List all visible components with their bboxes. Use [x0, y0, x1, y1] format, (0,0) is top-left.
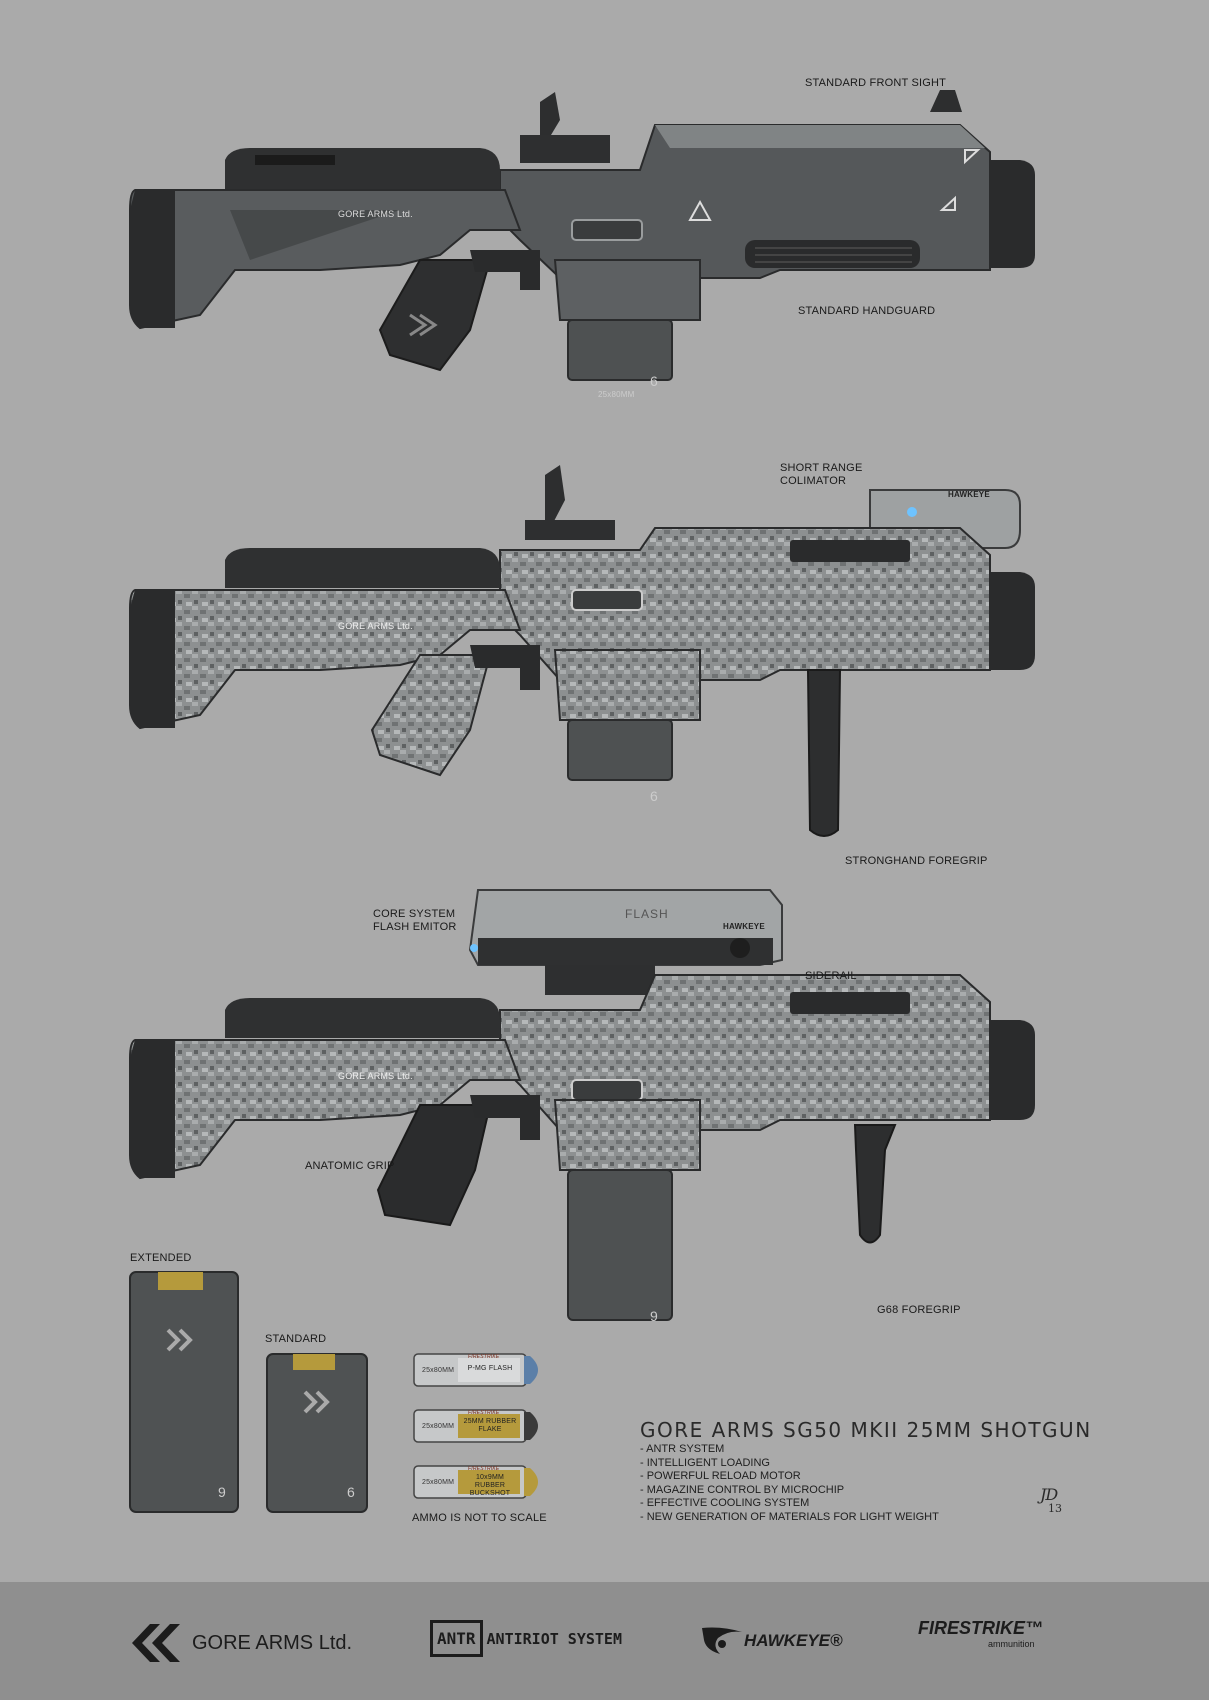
- extended-mag-count: 9: [218, 1484, 226, 1500]
- logo-gore-arms-text: GORE ARMS Ltd.: [192, 1631, 353, 1654]
- label-standard-mag: STANDARD: [265, 1333, 327, 1345]
- ammo-caliber: 25x80MM: [422, 1423, 455, 1430]
- callout-flash-emitor: CORE SYSTEM FLASH EMITOR: [373, 908, 457, 933]
- spec-feature-item: - EFFECTIVE COOLING SYSTEM: [640, 1497, 810, 1509]
- ammo-type: 10x9MM RUBBER BUCKSHOT: [469, 1474, 511, 1497]
- label-extended-mag: EXTENDED: [130, 1252, 192, 1264]
- callout-colimator: SHORT RANGE COLIMATOR: [780, 462, 863, 487]
- spec-feature-item: - POWERFUL RELOAD MOTOR: [640, 1470, 801, 1482]
- callout-g68: G68 FOREGRIP: [877, 1304, 961, 1316]
- firestrike-text: FIRESTRIKE™: [918, 1618, 1044, 1638]
- ammo-type: P-MG FLASH: [467, 1365, 513, 1372]
- hawkeye-text: HAWKEYE®: [744, 1631, 843, 1650]
- footer-logo-bar: GORE ARMS Ltd. ANTR ANTIRIOT SYSTEM HAWK…: [0, 1582, 1209, 1700]
- callout-siderail: SIDERAIL: [805, 970, 857, 982]
- logo-antr: ANTR ANTIRIOT SYSTEM: [430, 1620, 622, 1657]
- ammo-type: 25MM RUBBER FLAKE: [463, 1418, 517, 1433]
- gun-colimator-illustration: [129, 465, 1035, 837]
- spec-feature-item: - INTELLIGENT LOADING: [640, 1456, 770, 1469]
- ammo-caliber: 25x80MM: [422, 1479, 455, 1486]
- flash-module-brand: HAWKEYE: [723, 922, 765, 931]
- spec-feature-item: - MAGAZINE CONTROL BY MICROCHIP: [640, 1483, 845, 1496]
- artist-signature: JD 13: [1040, 1485, 1062, 1516]
- firestrike-sub: ammunition: [988, 1639, 1035, 1649]
- ammo-shell-graphic: [413, 1353, 538, 1387]
- ammo-brand: FIRESTRIKE: [468, 1410, 500, 1416]
- callout-front-sight: STANDARD FRONT SIGHT: [805, 77, 947, 89]
- ammo-caliber: 25x80MM: [422, 1367, 455, 1374]
- logo-firestrike: FIRESTRIKE™ ammunition: [918, 1618, 1043, 1649]
- signature-initials: JD: [1040, 1485, 1058, 1504]
- gore-arms-chevron-icon: [132, 1624, 180, 1662]
- spec-title: GORE ARMS SG50 MKII 25MM SHOTGUN: [640, 1418, 1092, 1442]
- logo-hawkeye: HAWKEYE®: [700, 1624, 842, 1658]
- ammo-shell: 25x80MM 10x9MM RUBBER BUCKSHOT FIRESTRIKE: [412, 1462, 547, 1502]
- gun2-mag-count: 6: [650, 788, 658, 804]
- callout-handguard: STANDARD HANDGUARD: [798, 305, 936, 317]
- extended-magazine: [129, 1271, 239, 1513]
- spec-feature-item: - ANTR SYSTEM: [640, 1443, 725, 1455]
- gun3-maker-marking: GORE ARMS Ltd.: [338, 1071, 413, 1081]
- colimator-brand: HAWKEYE: [948, 490, 990, 499]
- antr-mark: ANTR: [430, 1620, 483, 1657]
- gun1-mag-count: 6: [650, 373, 658, 389]
- gun2-maker-marking: GORE ARMS Ltd.: [338, 621, 413, 631]
- spec-features: - ANTR SYSTEM- INTELLIGENT LOADING- POWE…: [640, 1443, 939, 1524]
- ammo-shell: 25x80MM 25MM RUBBER FLAKE FIRESTRIKE: [412, 1406, 547, 1446]
- antr-text: ANTIRIOT SYSTEM: [486, 1629, 622, 1648]
- hawkeye-eye-icon: [702, 1627, 742, 1654]
- gun3-mag-count: 9: [650, 1308, 658, 1324]
- callout-anatomic-grip: ANATOMIC GRIP: [305, 1160, 395, 1172]
- ammo-shell: 25x80MM P-MG FLASH FIRESTRIKE: [412, 1350, 547, 1390]
- standard-mag-count: 6: [347, 1484, 355, 1500]
- ammo-shell-graphic: [413, 1465, 538, 1499]
- ammo-shell-graphic: [413, 1409, 538, 1443]
- gun1-maker-marking: GORE ARMS Ltd.: [338, 209, 413, 219]
- signature-year: 13: [1048, 1502, 1062, 1515]
- gun1-mag-caliber: 25x80MM: [598, 390, 635, 399]
- standard-magazine: [266, 1353, 368, 1513]
- spec-feature-item: - NEW GENERATION OF MATERIALS FOR LIGHT …: [640, 1510, 939, 1523]
- ammo-brand: FIRESTRIKE: [468, 1354, 500, 1360]
- flash-module-label: FLASH: [625, 907, 669, 921]
- gun-standard-illustration: [129, 90, 1035, 381]
- logo-gore-arms: GORE ARMS Ltd.: [130, 1622, 352, 1664]
- callout-stronghand: STRONGHAND FOREGRIP: [845, 855, 988, 867]
- gun-flash-illustration: [129, 889, 1035, 1321]
- ammo-scale-note: AMMO IS NOT TO SCALE: [412, 1512, 547, 1524]
- ammo-brand: FIRESTRIKE: [468, 1466, 500, 1472]
